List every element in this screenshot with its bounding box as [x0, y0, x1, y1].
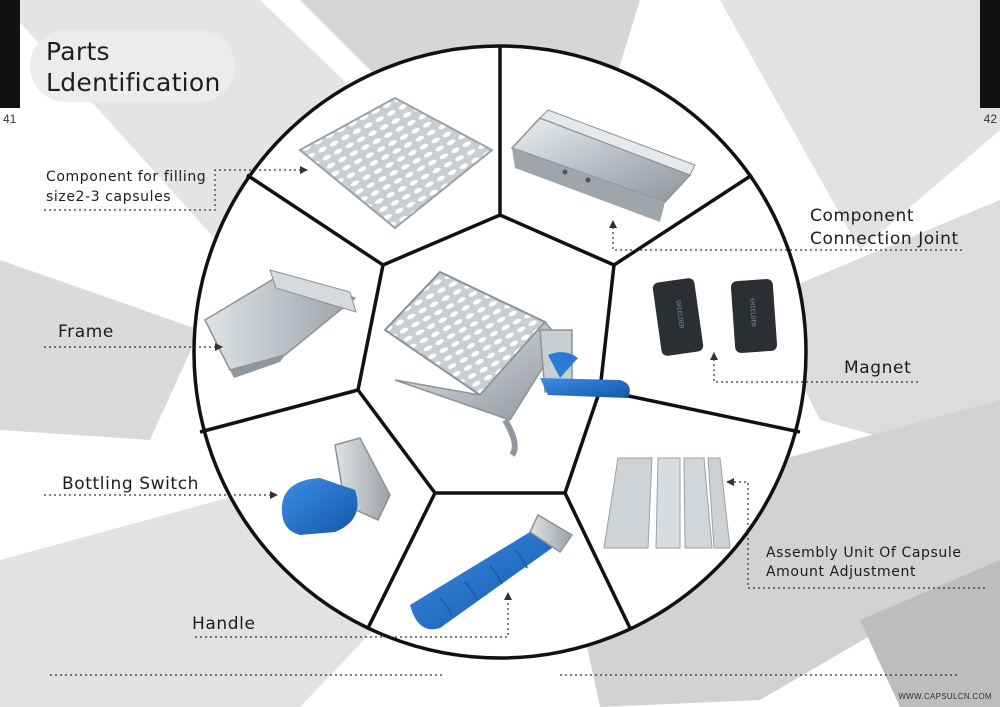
label-connection-line1: Component	[810, 206, 915, 226]
label-frame: Frame	[58, 322, 114, 342]
leader-arrows	[215, 166, 734, 600]
handle-image	[410, 513, 574, 630]
bottling-switch-image	[281, 437, 391, 535]
page-title-line1: Parts	[46, 37, 110, 66]
label-assembly-unit: Assembly Unit Of Capsule Amount Adjustme…	[766, 544, 962, 582]
leader-lines	[44, 169, 985, 676]
adjustment-strips-image	[603, 457, 731, 549]
page-title-line2: Ldentification	[46, 68, 221, 97]
label-handle: Handle	[192, 614, 256, 634]
label-assembly-line1: Assembly Unit Of Capsule	[766, 545, 962, 561]
page-title: Parts Ldentification	[46, 36, 221, 98]
right-page-tab	[980, 0, 1000, 108]
label-magnet: Magnet	[844, 358, 912, 378]
circle-dividers	[199, 46, 801, 629]
label-filling-component: Component for filling size2-3 capsules	[46, 167, 206, 207]
connection-joint-image	[510, 109, 696, 222]
label-bottling-switch: Bottling Switch	[62, 474, 200, 494]
label-assembly-line2: Amount Adjustment	[766, 564, 917, 580]
capsule-filler-image	[383, 270, 630, 457]
label-filling-line1: Component for filling	[46, 169, 207, 185]
frame-image	[204, 269, 357, 378]
svg-text:SHIELDED: SHIELDED	[674, 299, 685, 329]
magnet-image: SHIELDED SHIELDED	[652, 278, 778, 356]
page-number-right: 42	[983, 112, 997, 126]
label-connection-joint: Component Connection Joint	[810, 205, 959, 251]
left-page-tab	[0, 0, 20, 108]
page-number-left: 41	[3, 112, 17, 126]
website-url: WWW.CAPSULCN.COM	[898, 692, 992, 701]
filling-plate-image	[298, 96, 494, 230]
title-badge	[30, 30, 235, 102]
label-filling-line2: size2-3 capsules	[46, 189, 172, 205]
svg-text:SHIELDED: SHIELDED	[748, 298, 757, 328]
label-connection-line2: Connection Joint	[810, 229, 959, 249]
